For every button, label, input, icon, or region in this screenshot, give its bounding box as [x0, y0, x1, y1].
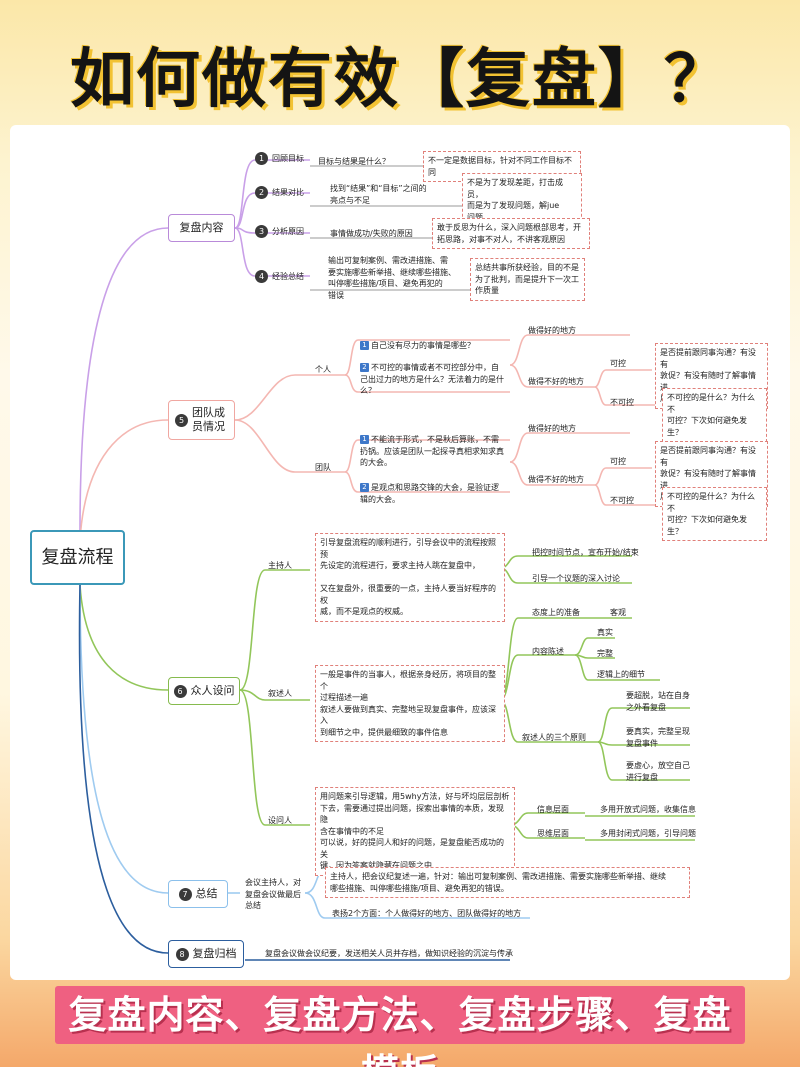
individual-good: 做得好的地方	[528, 326, 576, 335]
archive-text: 复盘会议做会议纪要，发送相关人员并存档，做知识经验的沉淀与传承	[265, 949, 513, 958]
team-nctrl-note: 不可控的是什么？为什么不 可控？下次如何避免发生？	[662, 487, 767, 541]
content-note: 总结共事所获经验，目的不是 为了批判，而是提升下一次工 作质量	[470, 258, 585, 301]
narrator-p2: 要真实，完整呈现 复盘事件	[626, 727, 690, 748]
page-title: 如何做有效【复盘】？	[70, 43, 730, 117]
host-label: 主持人	[268, 561, 292, 570]
asker-text: 用问题来引导逻辑，用5why方法，好与坏均层层剖析 下去，需要通过提出问题，探索…	[315, 787, 515, 876]
content-note: 敢于反思为什么，深入问题根部思考，开 拓思路，对事不对人，不讲客观原因	[432, 218, 590, 249]
host-branch-2: 引导一个议题的深入讨论	[532, 574, 620, 583]
team-bad: 做得不好的地方	[528, 475, 584, 484]
individual-ctrl: 可控	[610, 359, 626, 368]
summary-text: 主持人，把会议纪复述一遍，针对：输出可复制案例、需改进措施、需要实施哪些新举措、…	[325, 867, 690, 898]
team-nctrl: 不可控	[610, 496, 634, 505]
footer-banner: 复盘内容、复盘方法、复盘步骤、复盘模板	[55, 986, 745, 1067]
content-detail: 找到“结果”和“目标”之间的 亮点与不足	[330, 184, 427, 205]
individual-nctrl-note: 不可控的是什么？为什么不 可控？下次如何避免发生？	[662, 388, 767, 442]
narrator-content: 内容陈述	[532, 647, 564, 656]
asker-info-detail: 多用开放式问题，收集信息	[600, 805, 696, 814]
summary-left: 会议主持人，对 复盘会议做最后 总结	[245, 878, 301, 910]
asker-think-detail: 多用封闭式问题，引导问题	[600, 829, 696, 838]
host-text: 引导复盘流程的顺利进行，引导会议中的流程按照预 先设定的流程进行，要求主持人跳在…	[315, 533, 505, 622]
content-detail: 输出可复制案例、需改进措施、需 要实施哪些新举措、继续哪些措施、 叫停哪些措施/…	[328, 256, 456, 300]
individual-nctrl: 不可控	[610, 398, 634, 407]
narrator-c2: 完整	[597, 649, 613, 658]
narrator-p1: 要超脱，站在自身 之外看复盘	[626, 691, 690, 712]
narrator-c3: 逻辑上的细节	[597, 670, 645, 679]
asker-label: 设问人	[268, 816, 292, 825]
team-ctrl: 可控	[610, 457, 626, 466]
team-label: 团队	[315, 463, 331, 472]
root-node: 复盘流程	[30, 530, 125, 585]
content-detail: 事情做成功/失败的原因	[330, 229, 413, 238]
individual-bad: 做得不好的地方	[528, 377, 584, 386]
narrator-objective: 客观	[610, 608, 626, 617]
host-branch-1: 把控时间节点，宣布开始/结束	[532, 548, 639, 557]
individual-label: 个人	[315, 365, 331, 374]
section-content-node: 复盘内容	[168, 214, 235, 242]
team-good: 做得好的地方	[528, 424, 576, 433]
asker-think: 思维层面	[537, 829, 569, 838]
narrator-label: 叙述人	[268, 689, 292, 698]
narrator-c1: 真实	[597, 628, 613, 637]
content-detail: 目标与结果是什么？	[318, 157, 390, 166]
asker-info: 信息层面	[537, 805, 569, 814]
summary-sub: 表扬2个方面：个人做得好的地方、团队做得好的地方	[332, 909, 522, 918]
narrator-text: 一般是事件的当事人，根据亲身经历，将项目的整个 过程描述一遍 叙述人要做到真实、…	[315, 665, 505, 742]
narrator-attitude: 态度上的准备	[532, 608, 580, 617]
narrator-three: 叙述人的三个原则	[522, 733, 586, 742]
narrator-p3: 要虚心，放空自己 进行复盘	[626, 761, 690, 782]
